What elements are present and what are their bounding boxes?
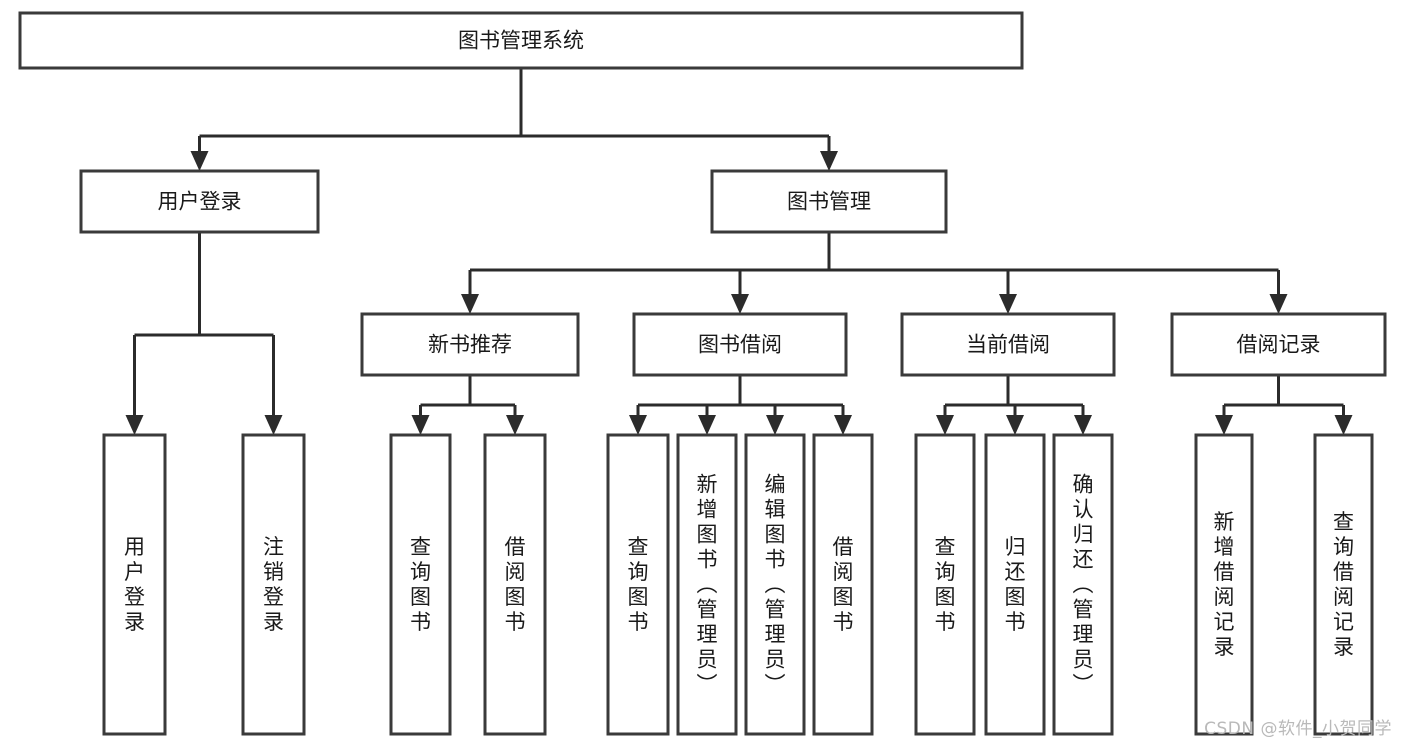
arrow-head-icon <box>1074 415 1092 435</box>
node-leaf-query-book-3[interactable] <box>914 433 976 736</box>
node-label-leaf-query-book-3: 查询图书 <box>935 535 956 634</box>
node-label-leaf-borrow-book-2: 借阅图书 <box>833 535 854 634</box>
node-leaf-add-book[interactable] <box>676 433 738 736</box>
arrow-head-icon <box>461 294 479 314</box>
node-leaf-edit-book[interactable] <box>744 433 806 736</box>
node-labels: 图书管理系统用户登录图书管理新书推荐图书借阅当前借阅借阅记录用户登录注销登录查询… <box>124 29 1354 697</box>
node-leaf-borrow-book-2[interactable] <box>812 433 874 736</box>
node-label-leaf-confirm-return: 确认归还︵管理员︶ <box>1073 473 1094 697</box>
node-label-user-login: 用户登录 <box>158 190 242 214</box>
arrow-head-icon <box>936 415 954 435</box>
node-label-leaf-query-record: 查询借阅记录 <box>1333 510 1354 659</box>
node-label-current-borrow: 当前借阅 <box>966 333 1050 357</box>
node-label-borrow-record: 借阅记录 <box>1237 333 1321 357</box>
node-label-root-system: 图书管理系统 <box>458 29 584 53</box>
arrow-head-icon <box>834 415 852 435</box>
node-leaf-borrow-book-1[interactable] <box>483 433 547 736</box>
node-label-leaf-add-book: 新增图书︵管理员︶ <box>697 473 718 697</box>
arrow-head-icon <box>125 415 144 435</box>
arrow-head-icon <box>411 415 430 435</box>
node-leaf-user-login[interactable] <box>102 433 167 736</box>
node-boxes <box>18 11 1387 736</box>
node-label-book-management: 图书管理 <box>787 190 871 214</box>
arrow-head-icon <box>766 415 784 435</box>
node-label-leaf-query-book-2: 查询图书 <box>628 535 649 634</box>
node-label-leaf-logout: 注销登录 <box>263 535 284 634</box>
node-leaf-query-book-2[interactable] <box>606 433 670 736</box>
node-label-leaf-borrow-book-1: 借阅图书 <box>505 535 526 634</box>
node-leaf-confirm-return[interactable] <box>1052 433 1114 736</box>
node-label-leaf-edit-book: 编辑图书︵管理员︶ <box>765 473 786 697</box>
connector-lines <box>125 68 1353 435</box>
node-label-leaf-return-book: 归还图书 <box>1005 535 1026 634</box>
node-book-management[interactable] <box>710 169 948 234</box>
node-label-leaf-user-login: 用户登录 <box>124 535 145 634</box>
node-book-borrow[interactable] <box>632 312 848 377</box>
arrow-head-icon <box>1269 294 1288 314</box>
arrow-head-icon <box>190 151 209 171</box>
node-label-new-book-recommend: 新书推荐 <box>428 333 512 357</box>
arrow-head-icon <box>1006 415 1024 435</box>
node-new-book-recommend[interactable] <box>360 312 580 377</box>
arrow-head-icon <box>506 415 524 435</box>
watermark-text: CSDN @软件_小贺同学 <box>1204 719 1392 739</box>
node-root-system[interactable] <box>18 11 1024 70</box>
arrow-head-icon <box>629 415 647 435</box>
arrow-head-icon <box>698 415 716 435</box>
arrow-head-icon <box>820 151 838 171</box>
node-label-leaf-add-record: 新增借阅记录 <box>1214 510 1235 659</box>
node-leaf-return-book[interactable] <box>984 433 1046 736</box>
node-current-borrow[interactable] <box>900 312 1116 377</box>
node-leaf-query-record[interactable] <box>1313 433 1374 736</box>
arrow-head-icon <box>731 294 749 314</box>
node-leaf-logout[interactable] <box>241 433 306 736</box>
node-label-book-borrow: 图书借阅 <box>698 333 782 357</box>
node-borrow-record[interactable] <box>1170 312 1387 377</box>
arrow-head-icon <box>1215 415 1233 435</box>
arrow-head-icon <box>264 415 283 435</box>
arrow-head-icon <box>1334 415 1353 435</box>
node-leaf-query-book-1[interactable] <box>389 433 452 736</box>
node-user-login[interactable] <box>79 169 320 234</box>
node-leaf-add-record[interactable] <box>1194 433 1254 736</box>
arrow-head-icon <box>999 294 1017 314</box>
node-label-leaf-query-book-1: 查询图书 <box>410 535 431 634</box>
